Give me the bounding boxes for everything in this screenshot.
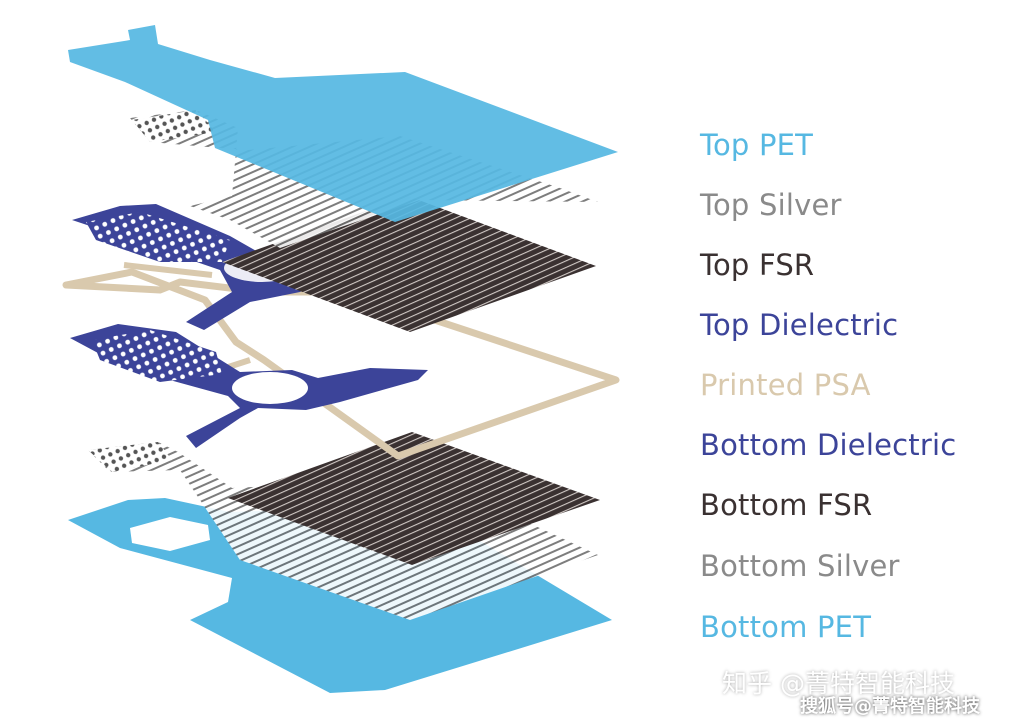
- bottom-fsr-layer: [228, 432, 600, 565]
- layer-label-bottom-fsr: Bottom FSR: [700, 488, 873, 522]
- layer-label-bottom-silver: Bottom Silver: [700, 549, 900, 583]
- layer-label-top-pet: Top PET: [700, 128, 814, 162]
- watermark-sohu: 搜狐号@菁特智能科技: [800, 696, 980, 717]
- top-pet-layer: [68, 25, 618, 222]
- bottom-dielectric-layer: [70, 324, 428, 448]
- watermark-zhihu: 知乎 @菁特智能科技: [722, 669, 955, 698]
- layer-label-top-fsr: Top FSR: [700, 248, 815, 282]
- layer-label-bottom-pet: Bottom PET: [700, 610, 872, 644]
- layer-label-bottom-dielectric: Bottom Dielectric: [700, 428, 957, 462]
- layer-label-top-dielectric: Top Dielectric: [700, 308, 899, 342]
- layer-label-top-silver: Top Silver: [700, 188, 842, 222]
- layer-label-printed-psa: Printed PSA: [700, 368, 871, 402]
